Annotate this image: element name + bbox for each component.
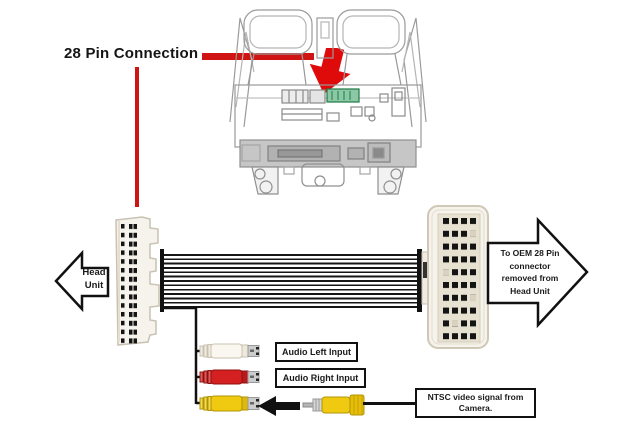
head-unit-illustration — [229, 9, 427, 195]
audio-right-input-text: Audio Right Input — [282, 373, 359, 383]
ntsc-signal-label: NTSC video signal from Camera. — [415, 388, 536, 418]
oem-arrow-label: To OEM 28 Pin connector removed from Hea… — [489, 247, 571, 297]
red-down-arrow-icon — [309, 48, 351, 95]
oem-arrow-line1: To OEM 28 Pin — [500, 248, 560, 258]
oem-arrow-line3: removed from — [501, 273, 559, 283]
head-unit-arrow — [54, 250, 110, 312]
head-unit-arrow-line1: Head — [82, 267, 106, 278]
ribbon-end-left — [160, 249, 164, 312]
ntsc-signal-line2: Camera. — [458, 403, 493, 413]
left-28pin-connector — [112, 216, 160, 347]
left-black-arrow-icon — [258, 396, 300, 416]
ribbon-cable — [164, 254, 420, 309]
oem-arrow — [486, 217, 589, 329]
audio-left-input-label: Audio Left Input — [275, 342, 358, 362]
audio-right-jack-icon — [199, 369, 260, 385]
rca-jacks — [199, 343, 260, 412]
video-jack-icon — [199, 395, 260, 412]
right-oem-connector — [421, 205, 489, 349]
camera-cable — [363, 402, 416, 405]
audio-left-input-text: Audio Left Input — [282, 347, 351, 357]
pin-connection-label: 28 Pin Connection — [64, 45, 199, 62]
head-unit-arrow-label: Head Unit — [78, 266, 110, 292]
callout-line-horizontal — [202, 53, 314, 60]
oem-arrow-line4: Head Unit — [510, 285, 550, 296]
audio-left-jack-icon — [199, 343, 260, 359]
callout-line-vertical — [135, 67, 139, 207]
oem-arrow-line2: connector — [509, 260, 551, 271]
ntsc-signal-line1: NTSC video signal from — [427, 392, 524, 402]
audio-right-input-label: Audio Right Input — [275, 368, 366, 388]
highlighted-28pin-connector — [326, 88, 360, 103]
head-unit-arrow-line2: Unit — [84, 280, 104, 291]
ribbon-end-right — [417, 249, 422, 312]
video-plug-icon — [302, 394, 365, 416]
rear-connector-blocks — [281, 87, 406, 122]
